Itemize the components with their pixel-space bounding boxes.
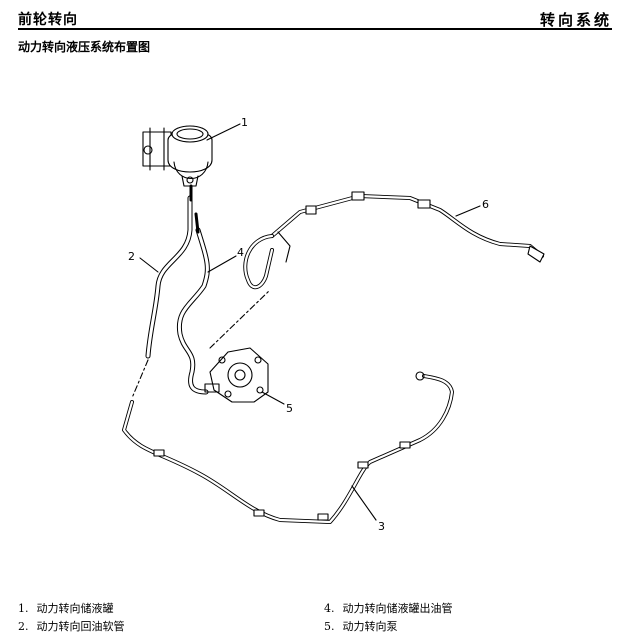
legend-item: 5.动力转向泵 — [324, 620, 398, 633]
system-title: 转向系统 — [539, 11, 612, 29]
callout-6: 6 — [482, 198, 489, 211]
legend-item: 1.动力转向储液罐 — [18, 602, 114, 615]
callout-2: 2 — [128, 250, 135, 263]
pressure-line-3 — [122, 374, 454, 524]
callout-1: 1 — [241, 116, 248, 129]
section-title: 动力转向液压系统布置图 — [18, 40, 151, 54]
pump-drawing — [204, 347, 269, 403]
reservoir-drawing — [142, 125, 213, 187]
legend-item: 2.动力转向回油软管 — [18, 620, 125, 633]
callout-5: 5 — [286, 402, 293, 415]
chapter-title: 前轮转向 — [18, 12, 78, 28]
return-hose-2 — [145, 195, 193, 359]
hydraulic-layout-diagram: 1 2 3 4 5 6 — [122, 116, 545, 533]
header-rule — [18, 28, 612, 30]
return-line-6 — [270, 194, 544, 258]
callout-3: 3 — [378, 520, 385, 533]
legend-item: 4.动力转向储液罐出油管 — [324, 602, 453, 615]
callout-4: 4 — [237, 246, 244, 259]
